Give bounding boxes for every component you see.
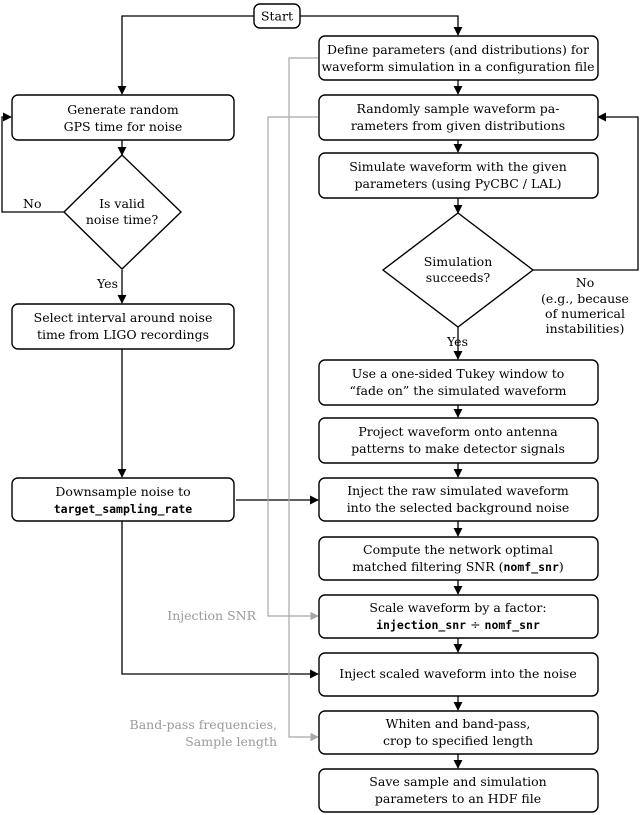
start-node (253, 3, 301, 29)
select-interval-box (11, 303, 235, 350)
scale-box (318, 594, 599, 639)
select-interval-line-2: time from LIGO recordings (37, 327, 209, 342)
downsample-line-2: target_sampling_rate (54, 502, 193, 517)
valid-noise-decision (63, 154, 183, 270)
simulation-decision-line-1: Simulation (424, 254, 493, 269)
save-line-2: parameters to an HDF file (375, 791, 541, 806)
connectors (1, 15, 639, 769)
arrow-no-loop-right (533, 112, 639, 271)
valid-noise-line-1: Is valid (99, 196, 145, 211)
downsample-line-1: Downsample noise to (55, 484, 190, 499)
generate-gps-box (11, 94, 235, 141)
compute-snr-line-1: Compute the network optimal (363, 542, 553, 557)
arrow-start-to-define (300, 15, 463, 36)
project-line-2: patterns to make detector signals (351, 441, 565, 456)
inject-raw-box (318, 477, 599, 522)
yes-label-left: Yes (96, 276, 118, 291)
arrow-downsample-to-inject-scaled (121, 521, 319, 679)
bandpass-input-line-1: Band-pass frequencies, (130, 717, 277, 732)
compute-snr-box (318, 536, 599, 581)
tukey-box (318, 359, 599, 406)
valid-noise-line-2: noise time? (86, 212, 159, 227)
project-box (318, 417, 599, 464)
scale-line-1: Scale waveform by a factor: (369, 600, 546, 615)
arrow-config-to-scale (267, 116, 319, 621)
scale-divide: ÷ (466, 617, 484, 632)
downsample-box (11, 477, 235, 522)
project-line-1: Project waveform onto antenna (358, 424, 558, 439)
no-reason-line-1: (e.g., because (541, 291, 629, 306)
input-connectors (267, 57, 319, 742)
yes-label-right: Yes (446, 334, 468, 349)
select-interval-line-1: Select interval around noise (34, 310, 213, 325)
tukey-line-1: Use a one-sided Tukey window to (352, 366, 565, 381)
simulate-line-1: Simulate waveform with the given (349, 159, 567, 174)
sample-params-line-1: Randomly sample waveform pa- (357, 101, 560, 116)
scale-nomf-snr: nomf_snr (485, 618, 540, 633)
scale-injection-snr: injection_snr (376, 618, 466, 633)
compute-snr-text: matched filtering SNR ( (352, 559, 503, 574)
simulate-line-2: parameters (using PyCBC / LAL) (355, 176, 562, 191)
generate-gps-line-2: GPS time for noise (64, 119, 183, 134)
compute-snr-line-2: matched filtering SNR (nomf_snr) (352, 559, 564, 575)
define-params-line-2: waveform simulation in a configuration f… (321, 59, 594, 74)
arrow-start-to-gps (117, 15, 254, 95)
bandpass-input-line-2: Sample length (185, 734, 277, 749)
start-label: Start (261, 9, 293, 24)
injection-snr-input-label: Injection SNR (167, 608, 256, 623)
inject-raw-line-1: Inject the raw simulated waveform (347, 483, 569, 498)
save-box (318, 768, 599, 813)
compute-snr-code: nomf_snr (504, 560, 559, 575)
inject-raw-line-2: into the selected background noise (347, 500, 570, 515)
arrow-no-loop-left (1, 112, 64, 213)
define-params-line-1: Define parameters (and distributions) fo… (327, 42, 589, 57)
no-label-left: No (23, 196, 41, 211)
arrow-config-to-whiten (288, 57, 319, 742)
scale-line-2: injection_snr ÷ nomf_snr (376, 617, 540, 633)
inject-scaled-box (318, 652, 599, 697)
tukey-line-2: “fade on” the simulated waveform (350, 383, 567, 398)
inject-scaled-label: Inject scaled waveform into the noise (339, 666, 576, 681)
define-params-box (318, 35, 599, 81)
sample-params-line-2: rameters from given distributions (351, 118, 565, 133)
whiten-line-2: crop to specified length (383, 733, 533, 748)
simulation-decision (381, 212, 535, 328)
save-line-1: Save sample and simulation (369, 774, 546, 789)
simulate-box (318, 152, 599, 199)
compute-snr-paren: ) (559, 559, 564, 574)
no-reason-line-3: instabilities) (546, 321, 625, 336)
simulation-decision-line-2: succeeds? (426, 270, 491, 285)
no-reason-line-2: of numerical (545, 306, 625, 321)
whiten-line-1: Whiten and band-pass, (386, 716, 531, 731)
sample-params-box (318, 94, 599, 141)
whiten-box (318, 710, 599, 755)
no-label-right: No (576, 275, 594, 290)
generate-gps-line-1: Generate random (67, 102, 179, 117)
